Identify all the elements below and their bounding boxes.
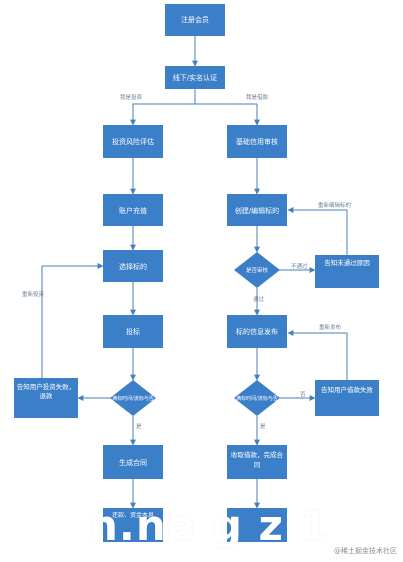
edge-notify-left-back-to-select xyxy=(41,263,104,378)
node-notify-invest-fail-label: 告知用户投资失败，退款 xyxy=(16,383,76,400)
node-create-edit-bid-label: 创建/编辑标的 xyxy=(235,206,279,215)
decision-review-label: 是否审核 xyxy=(246,266,269,274)
edge-label-republish: 重新发布 xyxy=(319,323,342,331)
edge-label-no: 否 xyxy=(300,391,306,398)
edge-notify-fin-back-to-publish xyxy=(287,330,348,380)
node-real-name-auth-label: 线下/实名认证 xyxy=(173,73,217,82)
edge-label-borrower: 我是借款 xyxy=(246,93,269,101)
node-register-member-label: 注册会员 xyxy=(181,15,209,24)
node-end-right xyxy=(227,508,287,542)
edge-label-yes-right: 是 xyxy=(260,423,266,430)
node-create-edit-bid xyxy=(227,194,287,226)
node-real-name-auth xyxy=(165,66,225,89)
node-generate-contract-label: 生成合同 xyxy=(119,458,147,467)
edge-label-yes-left: 是 xyxy=(136,423,142,430)
edges xyxy=(41,36,348,509)
edge-split-right xyxy=(195,103,260,126)
node-repay xyxy=(103,508,163,542)
decision-review xyxy=(234,252,280,288)
overlay-watermark-text: n.ne g z 1 xyxy=(88,501,330,550)
node-notify-not-approved-label: 告知未通过原因 xyxy=(324,259,370,267)
node-invest-label: 投标 xyxy=(126,327,140,336)
node-risk-assessment xyxy=(103,125,163,158)
node-risk-assessment-label: 投资风险评估 xyxy=(112,137,154,146)
nodes: 注册会员 线下/实名认证 投资风险评估 账户充值 选择标的 投标 满标时间/流标… xyxy=(14,4,379,542)
node-select-bid-label: 选择标的 xyxy=(119,262,147,271)
edge-label-remodify: 重新编辑标的 xyxy=(318,201,352,209)
node-notify-financing-fail-label: 告知用户借款失败 xyxy=(321,386,373,394)
node-notify-invest-fail xyxy=(14,378,78,418)
decision-full-left xyxy=(110,380,156,416)
node-account-recharge xyxy=(103,194,163,226)
decision-full-right xyxy=(234,380,280,416)
edge-labels: 我是投资 我是借款 重新投资 重新编辑标的 不通过 通过 重新发布 否 是 是 xyxy=(22,93,352,430)
edge-label-not-passed: 不通过 xyxy=(291,262,308,270)
node-basic-credit-review xyxy=(227,125,287,158)
node-basic-credit-review-label: 基础信用审核 xyxy=(236,137,278,146)
edge-split-left xyxy=(130,103,195,126)
node-register-member xyxy=(165,4,225,36)
node-invest xyxy=(103,315,163,348)
node-account-recharge-label: 账户充值 xyxy=(119,206,147,215)
site-watermark: @稀土掘金技术社区 xyxy=(334,547,397,555)
edge-label-investor: 我是投资 xyxy=(120,93,143,101)
node-publish-bid xyxy=(227,315,287,348)
node-select-bid xyxy=(103,250,163,282)
edge-label-reselect: 重新投资 xyxy=(22,290,45,298)
node-publish-bid-label: 标的信息发布 xyxy=(236,327,278,336)
decision-full-left-label: 满标时间/流标与否 xyxy=(112,395,154,402)
node-generate-contract xyxy=(103,445,163,479)
node-notify-financing-fail xyxy=(315,380,379,416)
node-collect-loan-label: 收取借款，完成合同 xyxy=(231,451,283,469)
node-notify-not-approved xyxy=(315,255,379,288)
node-collect-loan xyxy=(227,445,287,479)
decision-full-right-label: 满标时间/流标与否 xyxy=(236,395,278,402)
node-repay-label: 还款、资金本息 xyxy=(111,512,154,519)
edge-notify-right-back-to-create xyxy=(287,207,348,255)
edge-label-passed: 通过 xyxy=(253,295,265,303)
